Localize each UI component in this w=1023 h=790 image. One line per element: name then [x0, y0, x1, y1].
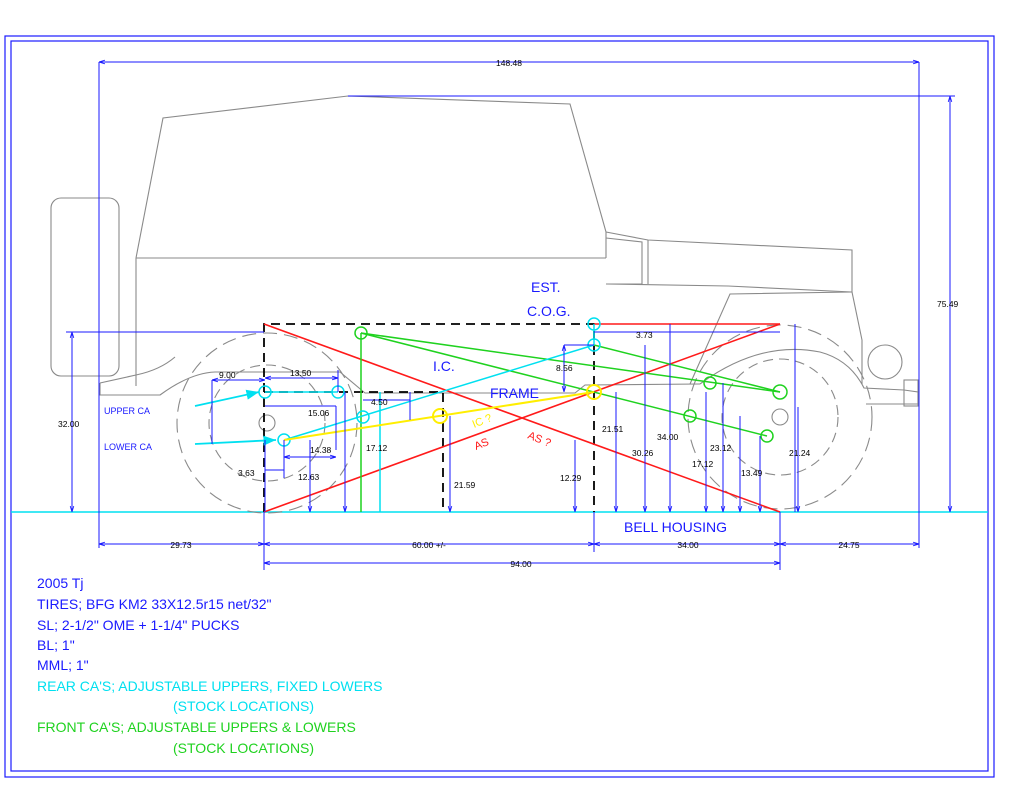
dim-3-63: 3.63	[238, 468, 255, 478]
note-mml: MML; 1"	[37, 657, 89, 673]
dim-wheelbase-right: 34.00	[677, 540, 699, 550]
ic-label: I.C.	[433, 358, 455, 374]
dim-cog-height: 32.00	[58, 419, 80, 429]
upper-ca-label: UPPER CA	[104, 406, 150, 416]
cog-label: C.O.G.	[527, 303, 571, 319]
dim-12-63: 12.63	[298, 472, 320, 482]
dim-4-50: 4.50	[371, 397, 388, 407]
dim-overall-length: 148.48	[496, 58, 522, 68]
frame-boxes	[263, 323, 595, 512]
dim-9-00: 9.00	[219, 370, 236, 380]
as-label: AS	[473, 436, 491, 453]
component-labels: EST. C.O.G. I.C. FRAME BELL HOUSING UPPE…	[104, 279, 727, 535]
dim-21-24: 21.24	[789, 448, 811, 458]
anti-squat-lines	[263, 323, 781, 513]
drawing-border	[4, 35, 995, 778]
dim-wheelbase-left: 60.00 +/-	[412, 540, 446, 550]
vehicle-body	[50, 95, 919, 514]
as-question-label: AS ?	[526, 430, 553, 450]
note-model: 2005 Tj	[37, 575, 83, 591]
dim-8-56: 8.56	[556, 363, 573, 373]
note-tires: TIRES; BFG KM2 33X12.5r15 net/32"	[37, 596, 272, 612]
dim-wheelbase: 94.00	[510, 559, 532, 569]
dim-17-12-front: 17.12	[692, 459, 714, 469]
frame-label: FRAME	[490, 385, 539, 401]
note-front-stock: (STOCK LOCATIONS)	[173, 740, 314, 756]
dimension-values: 148.48 75.49 32.00 29.73 60.00 +/- 34.00…	[58, 58, 959, 569]
dim-rear-overhang: 29.73	[170, 540, 192, 550]
lower-ca-label: LOWER CA	[104, 442, 152, 452]
rear-control-arms	[194, 317, 601, 512]
dim-30-26: 30.26	[632, 448, 654, 458]
est-label: EST.	[531, 279, 561, 295]
dim-front-overhang: 24.75	[838, 540, 860, 550]
dim-23-12: 23.12	[710, 443, 732, 453]
dimension-lines	[66, 62, 955, 570]
dim-13-49: 13.49	[741, 468, 763, 478]
dim-21-51: 21.51	[602, 424, 624, 434]
note-rear-cas: REAR CA'S; ADJUSTABLE UPPERS, FIXED LOWE…	[37, 678, 383, 694]
dim-3-73: 3.73	[636, 330, 653, 340]
note-rear-stock: (STOCK LOCATIONS)	[173, 698, 314, 714]
notes-block: 2005 Tj TIRES; BFG KM2 33X12.5r15 net/32…	[37, 575, 383, 756]
dim-14-38: 14.38	[310, 445, 332, 455]
bell-housing-label: BELL HOUSING	[624, 519, 727, 535]
dim-17-12-rear: 17.12	[366, 443, 388, 453]
note-sl: SL; 2-1/2" OME + 1-1/4" PUCKS	[37, 617, 240, 633]
note-bl: BL; 1"	[37, 637, 75, 653]
dim-12-29: 12.29	[560, 473, 582, 483]
note-front-cas: FRONT CA'S; ADJUSTABLE UPPERS & LOWERS	[37, 719, 356, 735]
dim-15-06: 15.06	[308, 408, 330, 418]
ic-question-label: IC ?	[471, 412, 494, 431]
dim-overall-height: 75.49	[937, 299, 959, 309]
dim-34-00: 34.00	[657, 432, 679, 442]
dim-13-50: 13.50	[290, 368, 312, 378]
dim-21-59: 21.59	[454, 480, 476, 490]
